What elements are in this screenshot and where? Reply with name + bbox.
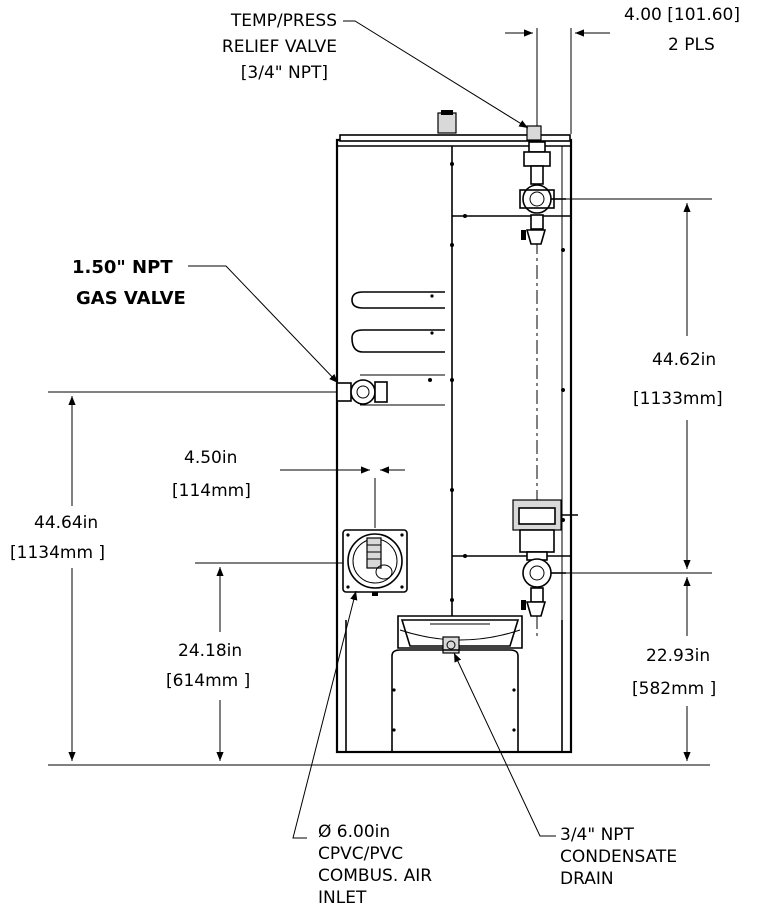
svg-text:Ø 6.00in: Ø 6.00in bbox=[318, 822, 390, 842]
air-inlet-fitting bbox=[342, 529, 408, 596]
gas-valve-fitting bbox=[336, 379, 388, 405]
gas-valve-leader bbox=[188, 265, 339, 384]
svg-text:CONDENSATE: CONDENSATE bbox=[560, 847, 677, 867]
svg-text:[1134mm ]: [1134mm ] bbox=[10, 543, 105, 563]
gas-height-dimension bbox=[48, 391, 336, 761]
svg-text:22.93in: 22.93in bbox=[646, 646, 710, 666]
svg-text:DRAIN: DRAIN bbox=[560, 869, 614, 889]
air-inlet-leader bbox=[292, 590, 358, 839]
svg-text:44.62in: 44.62in bbox=[652, 350, 716, 370]
relief-valve-label: TEMP/PRESS RELIEF VALVE [3/4" NPT] bbox=[222, 11, 337, 83]
gas-valve-label: 1.50" NPT GAS VALVE bbox=[72, 257, 186, 309]
relief-valve-assembly bbox=[519, 125, 566, 245]
svg-text:[114mm]: [114mm] bbox=[172, 481, 251, 501]
svg-text:4.00 [101.60]: 4.00 [101.60] bbox=[624, 5, 740, 25]
svg-text:24.18in: 24.18in bbox=[178, 641, 242, 661]
svg-text:INLET: INLET bbox=[318, 888, 367, 908]
top-lid bbox=[339, 110, 571, 142]
gas-height-label: 44.64in [1134mm ] bbox=[10, 513, 105, 563]
heat-exchanger-tubes bbox=[351, 291, 445, 406]
svg-text:CPVC/PVC: CPVC/PVC bbox=[318, 844, 403, 864]
condensate-leader bbox=[453, 652, 556, 837]
svg-text:[1133mm]: [1133mm] bbox=[633, 389, 723, 409]
svg-text:[3/4" NPT]: [3/4" NPT] bbox=[241, 63, 328, 83]
air-inlet-label: Ø 6.00in CPVC/PVC COMBUS. AIR INLET bbox=[318, 822, 432, 908]
svg-text:TEMP/PRESS: TEMP/PRESS bbox=[230, 11, 337, 31]
lower-pump-assembly bbox=[512, 499, 578, 617]
inlet-offset-label: 4.50in [114mm] bbox=[172, 448, 251, 501]
condensate-drain-label: 3/4" NPT CONDENSATE DRAIN bbox=[560, 825, 677, 889]
svg-text:RELIEF VALVE: RELIEF VALVE bbox=[222, 37, 337, 57]
svg-text:[582mm ]: [582mm ] bbox=[632, 679, 716, 699]
inlet-height-dimension bbox=[195, 562, 343, 761]
top-spacing-label: 4.00 [101.60] 2 PLS bbox=[624, 5, 740, 55]
pipe-spacing-dimension bbox=[566, 198, 712, 574]
lower-pipe-height-label: 22.93in [582mm ] bbox=[632, 646, 716, 699]
svg-text:4.50in: 4.50in bbox=[184, 448, 237, 468]
svg-text:GAS VALVE: GAS VALVE bbox=[76, 288, 186, 309]
svg-text:44.64in: 44.64in bbox=[34, 513, 98, 533]
svg-text:1.50" NPT: 1.50" NPT bbox=[72, 257, 173, 278]
svg-text:2 PLS: 2 PLS bbox=[668, 35, 715, 55]
inlet-offset-dimension bbox=[280, 466, 405, 528]
top-spacing-dimension bbox=[505, 28, 610, 134]
inlet-height-label: 24.18in [614mm ] bbox=[166, 641, 250, 691]
pipe-spacing-label: 44.62in [1133mm] bbox=[633, 350, 723, 409]
svg-text:[614mm ]: [614mm ] bbox=[166, 671, 250, 691]
svg-text:3/4" NPT: 3/4" NPT bbox=[560, 825, 635, 845]
relief-valve-leader bbox=[343, 20, 529, 129]
svg-text:COMBUS. AIR: COMBUS. AIR bbox=[318, 866, 432, 886]
cabinet-rivets bbox=[428, 162, 565, 602]
condensate-base bbox=[391, 615, 523, 752]
